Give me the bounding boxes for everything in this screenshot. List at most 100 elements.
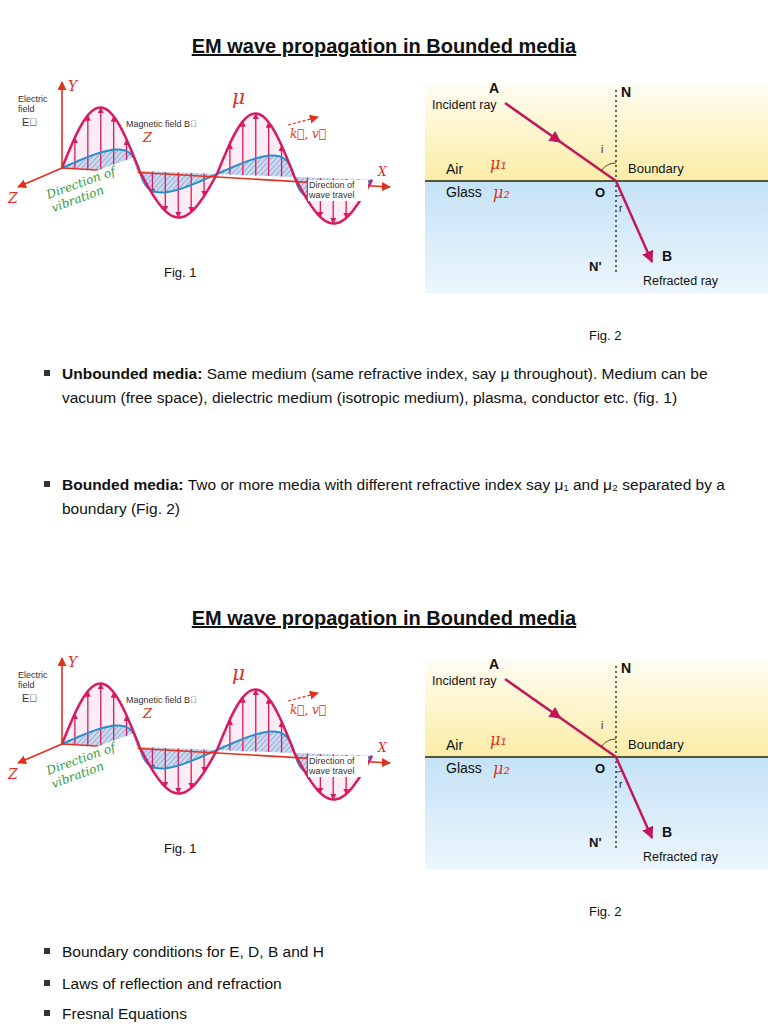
refraction-figure: [425, 84, 768, 293]
ray-label: Incident ray: [432, 98, 497, 112]
bullet-text: Fresnal Equations: [62, 1005, 187, 1022]
electric-vector: [100, 684, 101, 746]
air-region: [425, 84, 768, 181]
boundary-label: Boundary: [628, 162, 684, 177]
point-label: B: [662, 248, 672, 264]
electric-vector: [281, 146, 282, 177]
axis-label: Electric field: [18, 670, 56, 691]
bullet-marker: [44, 481, 50, 487]
electric-vector: [268, 698, 269, 752]
electric-vector: [74, 138, 75, 169]
electric-vector: [229, 720, 230, 751]
axis-label: Z: [143, 131, 152, 146]
angle-label: i: [601, 720, 603, 732]
axis: [18, 744, 62, 763]
medium-symbol: μ₂: [493, 760, 510, 778]
electric-vector: [178, 749, 179, 794]
bullet-paragraph: Unbounded media:Same medium (same refrac…: [62, 362, 752, 409]
axis-label: Z: [143, 707, 152, 722]
vector-label: k⃗, v⃗: [290, 704, 326, 718]
medium-label: Air: [446, 737, 463, 753]
em-wave-figure: [18, 658, 390, 800]
electric-vector: [255, 690, 256, 752]
angle-label: r: [619, 203, 622, 215]
refraction-angle-arc: [616, 771, 622, 772]
ray-label: Refracted ray: [643, 850, 718, 864]
electric-vector: [191, 173, 192, 212]
slide-title: EM wave propagation in Bounded media: [0, 35, 768, 58]
field-label: Magnetic field B⃗: [126, 695, 197, 705]
propagation-arrow: [288, 693, 318, 701]
electric-vector: [74, 714, 75, 745]
axis: [18, 168, 62, 187]
bullet-marker: [44, 1010, 50, 1016]
bullet-text: Boundary conditions for E, D, B and H: [62, 943, 324, 960]
electric-vector: [87, 691, 88, 745]
medium-symbol: μ₁: [490, 731, 507, 749]
figure-caption: Fig. 1: [164, 842, 197, 857]
medium-label: Glass: [446, 760, 482, 776]
axis-label: E⃗: [22, 692, 38, 705]
medium-symbol: μ₁: [490, 155, 507, 173]
glass-region: [425, 181, 768, 293]
refraction-angle-arc: [616, 195, 622, 196]
figure-caption: Fig. 2: [589, 329, 622, 344]
point-label: O: [595, 762, 605, 777]
electric-vector: [113, 692, 114, 746]
vector-label: k⃗, v⃗: [290, 128, 326, 142]
ray-label: Refracted ray: [643, 274, 718, 288]
refracted-ray: [616, 757, 652, 838]
axis-label: Z: [8, 190, 18, 206]
slide-title: EM wave propagation in Bounded media: [0, 607, 768, 630]
ray-label: Incident ray: [432, 674, 497, 688]
point-label: A: [489, 80, 499, 96]
electric-vector: [229, 144, 230, 175]
electric-vector: [113, 116, 114, 170]
electric-vector: [242, 121, 243, 175]
axis-label: Y: [68, 78, 77, 94]
annotation: Direction of vibration: [44, 158, 142, 216]
bullet-marker: [44, 370, 50, 376]
refraction-figure: [425, 660, 768, 869]
annotation: Direction of wave travel: [308, 180, 368, 201]
axis: [61, 658, 63, 744]
medium-symbol: μ: [232, 662, 245, 685]
annotation: Direction of vibration: [44, 734, 142, 792]
medium-symbol: μ₂: [493, 184, 510, 202]
point-label: N': [589, 260, 601, 275]
medium-label: Glass: [446, 184, 482, 200]
bullet-marker: [44, 948, 50, 954]
axis-label: X: [378, 166, 387, 180]
electric-vector: [281, 722, 282, 753]
bullet-paragraph: Bounded media:Two or more media with dif…: [62, 473, 752, 520]
point-label: B: [662, 824, 672, 840]
axis-label: E⃗: [22, 116, 38, 129]
figure-caption: Fig. 2: [589, 905, 622, 920]
glass-region: [425, 757, 768, 869]
incident-ray: [505, 679, 616, 757]
propagation-arrow: [288, 117, 318, 125]
figure-caption: Fig. 1: [164, 266, 197, 281]
electric-vector: [100, 108, 101, 170]
electric-vector: [268, 122, 269, 176]
refracted-ray: [616, 181, 652, 262]
medium-symbol: μ: [232, 86, 245, 109]
boundary-label: Boundary: [628, 738, 684, 753]
point-label: O: [595, 186, 605, 201]
axis-label: X: [378, 742, 387, 756]
medium-label: Air: [446, 161, 463, 177]
electric-vector: [242, 697, 243, 751]
point-label: A: [489, 656, 499, 672]
axis-label: Electric field: [18, 94, 56, 115]
incidence-angle-arc: [601, 739, 616, 747]
axis-label: Y: [68, 654, 77, 670]
angle-label: i: [601, 144, 603, 156]
point-label: N': [589, 836, 601, 851]
incidence-angle-arc: [601, 163, 616, 171]
boundary-line: [425, 180, 768, 181]
axis-label: Z: [8, 766, 18, 782]
boundary-line: [425, 756, 768, 757]
bullet-paragraph: Fresnal Equations: [62, 1002, 752, 1024]
axis: [61, 82, 63, 168]
